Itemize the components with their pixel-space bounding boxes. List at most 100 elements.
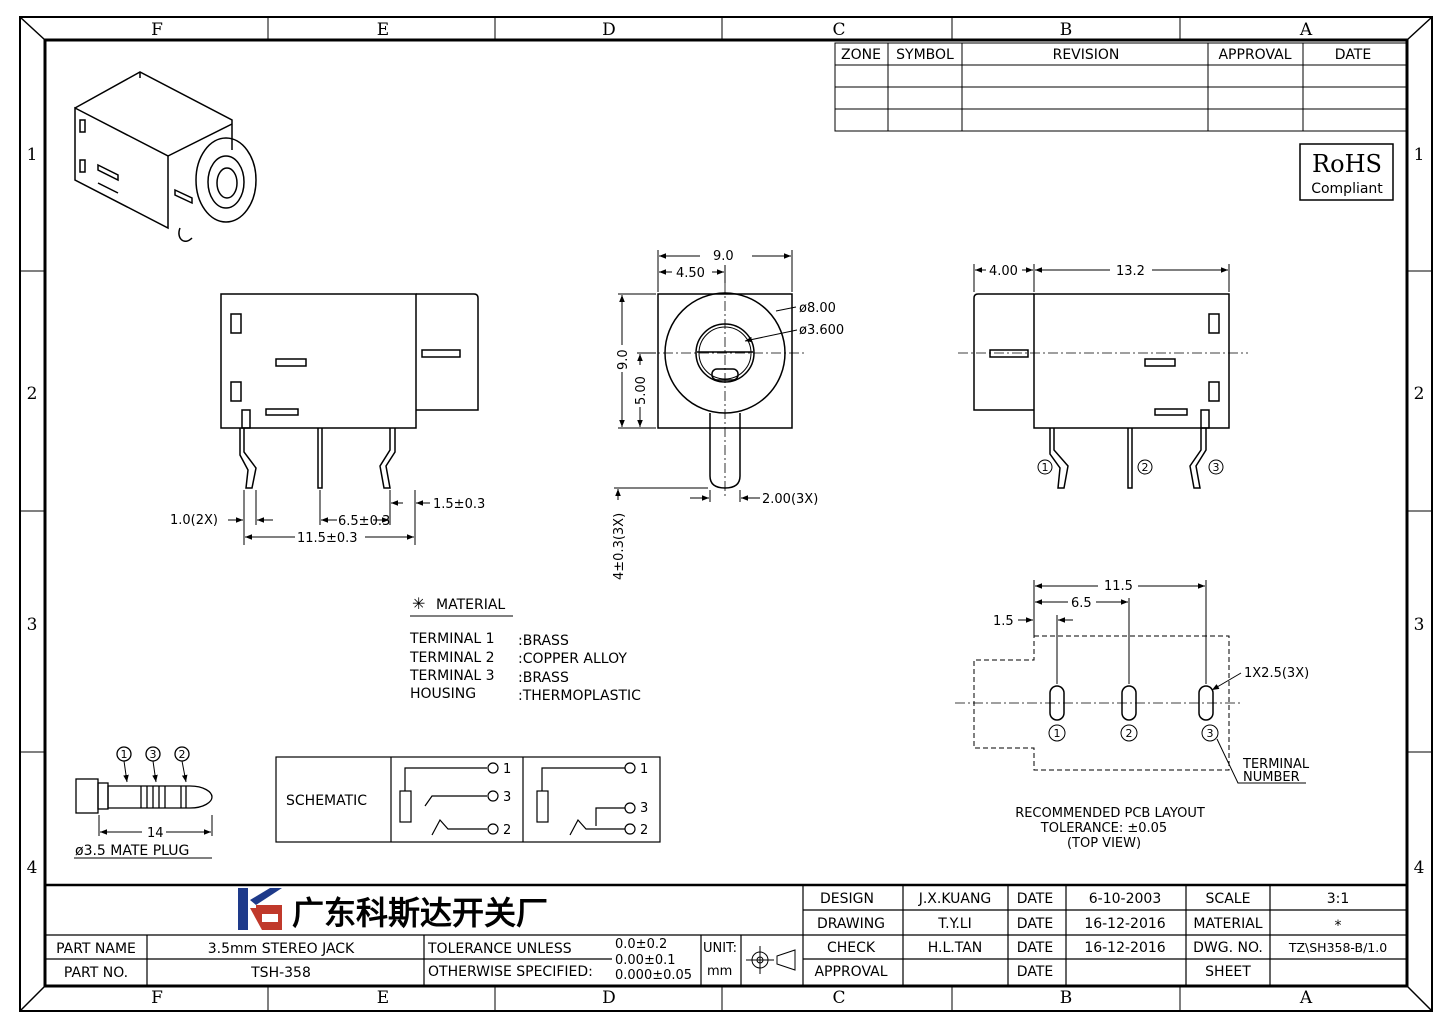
dim-front-pin-width: 2.00(3X) [762,492,818,507]
svg-text:Compliant: Compliant [1311,181,1383,197]
tb-drawing-date: 16-12-2016 [1084,916,1165,932]
schematic-box [275,756,661,843]
material-mat-3: :BRASS [518,670,569,686]
material-mat-4: :THERMOPLASTIC [518,688,641,704]
dim-side-pitch-small: 1.0(2X) [170,513,218,528]
plug-pin-2: 2 [179,748,186,761]
schem-a-pin-3: 3 [503,790,511,805]
front-view-dimensions [614,250,798,502]
rev-header-zone: ZONE [841,47,881,63]
pcb-pin-1: 1 [1054,727,1061,740]
pcb-hole-size: 1X2.5(3X) [1244,666,1309,681]
pcb-layout-drawing [955,580,1306,784]
col-label-b: B [1060,20,1073,40]
schem-a-pin-1: 1 [503,762,511,777]
tb-check-date-label: DATE [1017,940,1053,956]
tb-sheet-label: SHEET [1205,964,1251,980]
tb-part-no-label: PART NO. [64,965,128,981]
row-label-4: 4 [27,858,38,878]
col-label-c: C [832,20,845,40]
tb-unit-value: mm [707,964,732,979]
plug-pin-3: 3 [150,748,157,761]
projection-symbol-icon [746,946,796,974]
dim-top-left: 4.00 [989,264,1018,279]
rev-header-symbol: SYMBOL [896,47,954,63]
material-part-2: TERMINAL 2 [409,650,495,666]
col-label-c-bottom: C [832,988,845,1008]
pcb-pin-3: 3 [1207,727,1214,740]
col-label-d-bottom: D [602,988,616,1008]
pcb-number-label: NUMBER [1243,770,1300,785]
top-view-drawing [973,293,1230,489]
rohs-badge: RoHS Compliant [1299,143,1394,201]
pcb-terminal-label: TERMINAL [1242,757,1310,772]
tb-drawing-date-label: DATE [1017,916,1053,932]
dim-front-outer-dia: ø8.00 [799,301,836,316]
tb-tol-value-2: 0.00±0.1 [615,953,676,968]
plug-drawing [74,746,213,859]
col-label-d: D [602,20,616,40]
company-logo-icon [238,888,282,930]
title-block [45,883,1407,986]
dim-side-total: 11.5±0.3 [297,531,358,546]
pcb-dim-mid: 6.5 [1071,596,1092,611]
col-label-f: F [151,20,163,40]
top-terminal-3: 3 [1213,461,1220,474]
col-label-e-bottom: E [377,988,389,1008]
tb-check-label: CHECK [827,940,876,956]
row-label-3-right: 3 [1414,615,1425,635]
dim-side-tol-right: 1.5±0.3 [433,497,485,512]
col-label-b-bottom: B [1060,988,1073,1008]
tb-drawing-label: DRAWING [817,916,885,932]
tb-tol-value-1: 0.0±0.2 [615,937,667,952]
tb-drawing-name: T.Y.LI [937,916,971,932]
dim-side-pitch-mid: 6.5±0.3 [338,514,390,529]
tb-tolerance-line2: OTHERWISE SPECIFIED: [428,964,593,980]
tb-unit-label: UNIT: [703,941,737,956]
dim-front-half-width: 4.50 [676,266,705,281]
tb-part-name-label: PART NAME [56,941,136,957]
tb-design-label: DESIGN [820,891,874,907]
side-view-dimensions [228,490,430,545]
pcb-caption-3: (TOP VIEW) [1067,836,1141,851]
row-label-2-right: 2 [1414,384,1425,404]
pcb-pin-2: 2 [1126,727,1133,740]
front-view-centerlines [645,283,805,497]
tb-dwg-value: TZ\SH358-B/1.0 [1288,940,1387,955]
side-view-drawing [220,293,479,489]
rev-header-revision: REVISION [1053,47,1120,63]
tb-approval-label: APPROVAL [814,964,887,980]
material-part-4: HOUSING [410,686,476,702]
tb-scale-value: 3:1 [1327,891,1350,907]
tb-part-name-value: 3.5mm STEREO JACK [208,941,355,957]
tb-design-date-label: DATE [1017,891,1053,907]
dim-front-inner-dia: ø3.600 [799,323,844,338]
pcb-caption-2: TOLERANCE: ±0.05 [1040,821,1167,836]
material-part-3: TERMINAL 3 [409,668,495,684]
tb-scale-label: SCALE [1206,891,1251,907]
pcb-dim-total: 11.5 [1104,579,1133,594]
company-name: 广东科斯达开关厂 [292,894,548,932]
svg-text:MATERIAL: MATERIAL [436,597,505,613]
pcb-dim-offset: 1.5 [993,614,1014,629]
dim-top-length: 13.2 [1116,264,1145,279]
col-label-e: E [377,20,389,40]
plug-pin-1: 1 [121,748,128,761]
sheet-border [19,16,1433,1012]
tb-dwg-label: DWG. NO. [1193,940,1263,956]
tb-approval-date-label: DATE [1017,964,1053,980]
row-label-1-right: 1 [1414,145,1425,165]
dim-front-pin-length: 4±0.3(3X) [612,513,627,580]
row-label-1: 1 [27,145,38,165]
tb-tolerance-line1: TOLERANCE UNLESS [427,941,572,957]
tb-check-date: 16-12-2016 [1084,940,1165,956]
dim-front-width: 9.0 [713,249,734,264]
tb-design-name: J.X.KUANG [918,891,992,907]
schematic-label: SCHEMATIC [286,793,367,809]
tb-design-date: 6-10-2003 [1089,891,1161,907]
top-terminal-1: 1 [1042,461,1049,474]
jack-isometric-icon [74,71,257,242]
dim-front-center-height: 5.00 [634,376,649,405]
row-label-3: 3 [27,615,38,635]
